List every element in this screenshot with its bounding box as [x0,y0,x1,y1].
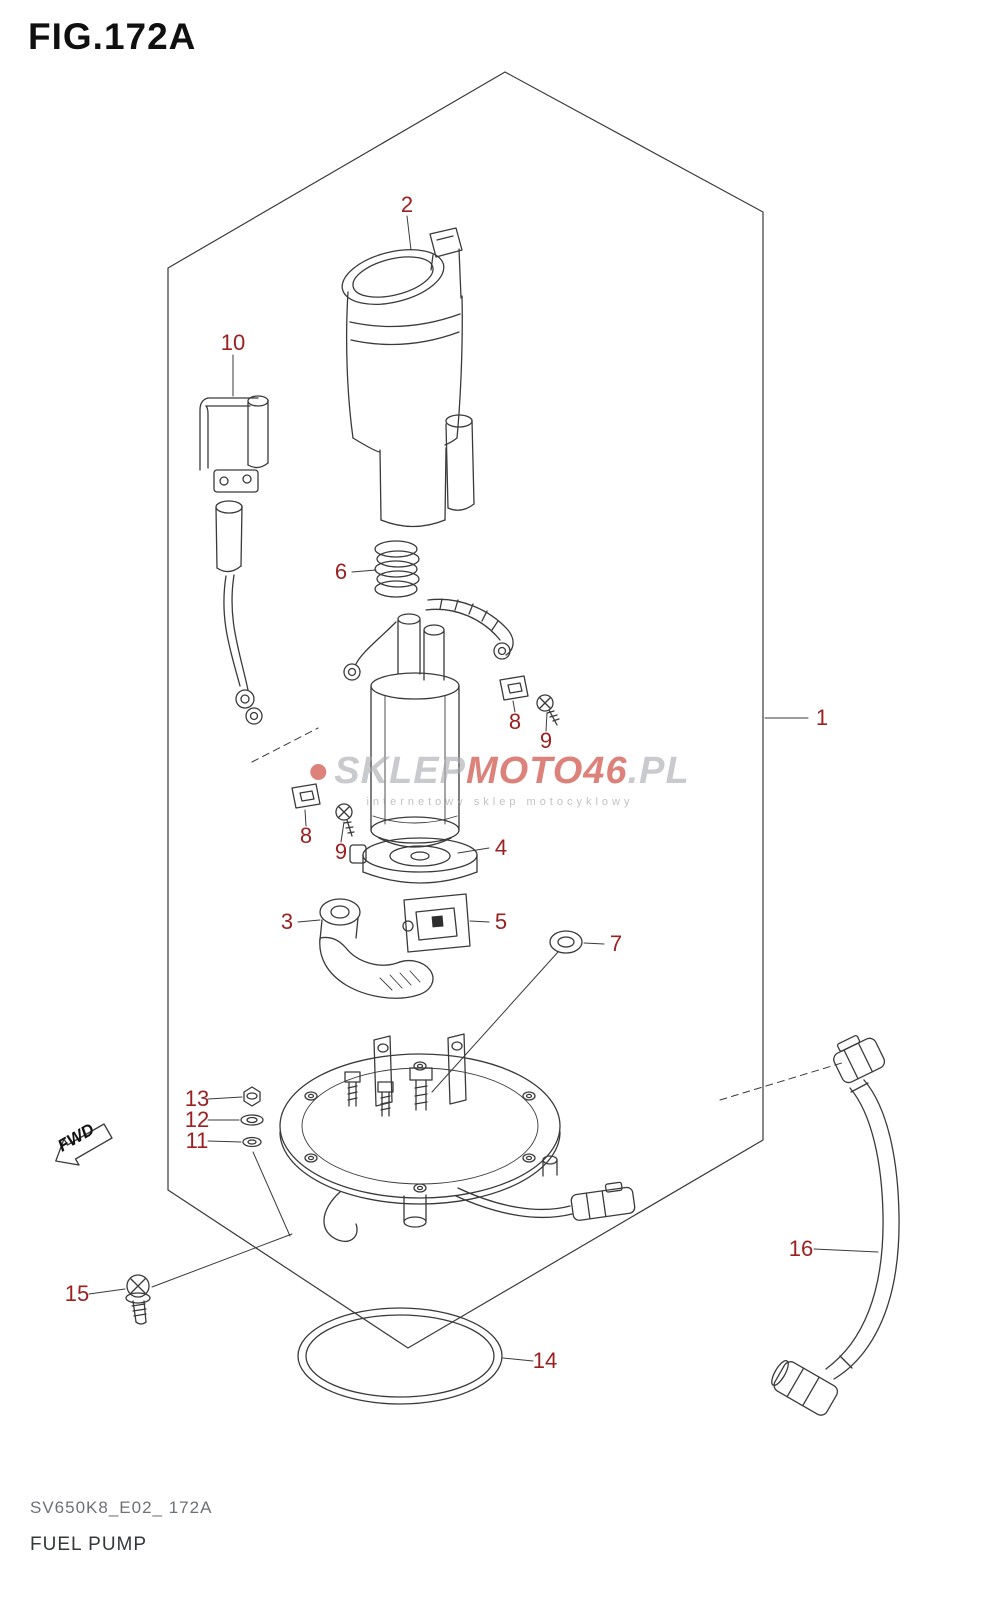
part-15-screw [125,1274,151,1325]
callout-7: 7 [609,931,623,956]
part-4-holder [349,837,478,884]
callout-9-upper: 9 [539,728,553,753]
callout-5: 5 [494,909,508,934]
part-2-fuel-pump-top [341,227,475,528]
leader-lines [88,215,879,1362]
callout-15: 15 [64,1281,90,1306]
callout-2: 2 [400,192,414,217]
part-8-clip-upper [499,675,529,701]
callout-1: 1 [815,705,829,730]
watermark-subtitle: internetowy sklep motocyklowy [366,796,634,808]
watermark-text-3: 46 [583,750,628,792]
part-5-bracket [402,893,471,953]
part-6-spring [374,540,420,598]
pump-motor-and-harness [343,598,514,848]
watermark: SKLEPMOTO46.PL internetowy sklep motocyk… [310,750,689,808]
callout-10: 10 [220,330,246,355]
figure-title: FIG.172A [28,16,197,57]
callout-6: 6 [334,559,348,584]
part-3-grommet-bracket [319,898,434,999]
part-8-clip-lower [291,783,321,809]
assembly-outline-box [167,71,846,1349]
callout-13: 13 [184,1086,210,1111]
callout-16: 16 [788,1236,814,1261]
callout-3: 3 [280,909,294,934]
callout-9-lower: 9 [334,839,348,864]
watermark-text-1: SKLEP [334,750,466,792]
callout-4: 4 [494,835,508,860]
part-14-oring [297,1307,503,1405]
callout-8-upper: 8 [508,709,522,734]
watermark-logo-dot [310,763,327,780]
callout-14: 14 [532,1348,558,1373]
part-11-12-13-hardware [240,1086,264,1148]
fuel-pump-plate [279,1033,636,1242]
callout-12: 12 [184,1107,210,1132]
footer-figure-name: FUEL PUMP [30,1534,148,1555]
part-9-screw-lower [335,803,355,837]
part-7-washer [549,930,583,954]
part-10-level-sensor [199,395,269,725]
watermark-text-2: MOTO [466,750,584,792]
part-9-screw-upper [536,694,560,726]
footer-part-code: SV650K8_E02_ 172A [30,1498,213,1517]
watermark-text-4: .PL [627,750,690,792]
callout-11: 11 [185,1128,209,1153]
part-16-fuel-hose [771,1034,900,1416]
callout-8-lower: 8 [299,823,313,848]
fwd-arrow: FWD [55,1120,113,1166]
